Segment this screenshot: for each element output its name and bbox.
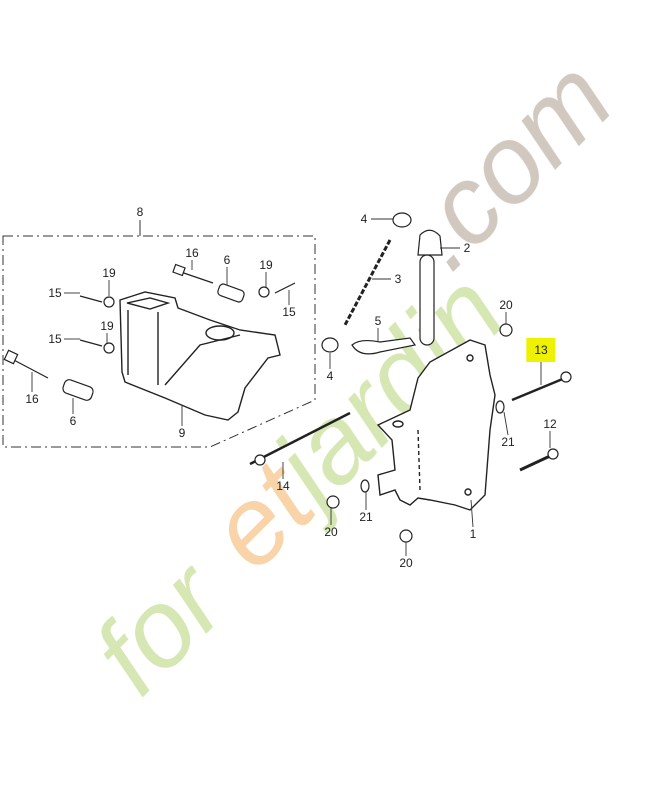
callout-21: 21 [359, 510, 373, 524]
callout-8: 8 [136, 205, 144, 219]
callout-19: 19 [259, 258, 273, 272]
callout-6: 6 [69, 414, 77, 428]
callout-19: 19 [102, 266, 116, 280]
callout-20: 20 [499, 298, 513, 312]
callout-16: 16 [185, 246, 199, 260]
callout-13-highlighted[interactable]: 13 [526, 338, 556, 362]
callout-6: 6 [223, 253, 231, 267]
watermark-for: for [70, 536, 251, 717]
callout-12: 12 [543, 417, 557, 431]
callout-4: 4 [326, 369, 334, 383]
hardware [3, 212, 572, 543]
callout-2: 2 [463, 241, 471, 255]
part-9-bracket [119, 291, 281, 421]
callout-1: 1 [469, 527, 477, 541]
callout-19: 19 [100, 319, 114, 333]
callout-15: 15 [282, 305, 296, 319]
leader-lines [31, 218, 551, 556]
callout-15: 15 [48, 332, 62, 346]
callout-21: 21 [501, 435, 515, 449]
callout-4: 4 [360, 212, 368, 226]
callout-15: 15 [48, 286, 62, 300]
callout-14: 14 [276, 479, 290, 493]
part-1-main-bracket [376, 339, 496, 511]
group-box-8 [2, 220, 316, 448]
callout-5: 5 [374, 314, 382, 328]
callout-20: 20 [399, 556, 413, 570]
callout-20: 20 [324, 525, 338, 539]
callout-9: 9 [178, 426, 186, 440]
callout-16: 16 [25, 392, 39, 406]
callout-3: 3 [394, 272, 402, 286]
